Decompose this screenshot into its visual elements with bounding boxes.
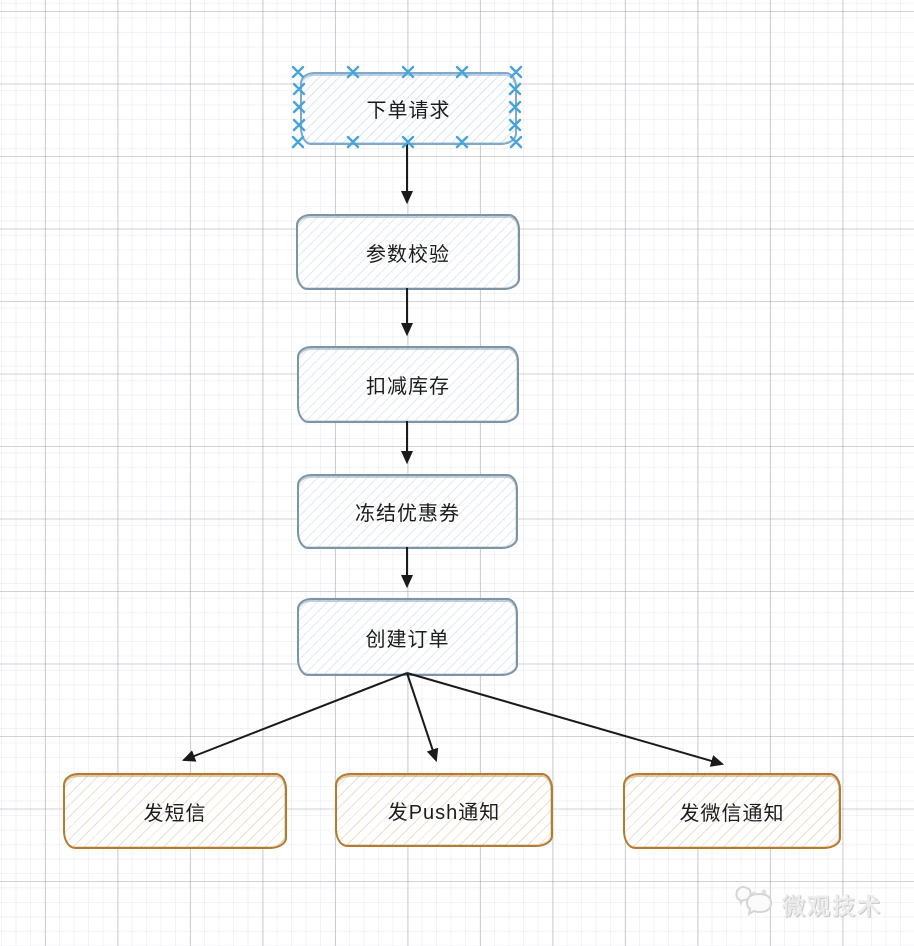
node-send-sms[interactable]: 发短信 xyxy=(63,773,287,849)
node-create-order[interactable]: 创建订单 xyxy=(297,598,518,676)
node-label: 下单请求 xyxy=(366,100,451,122)
node-param-validation[interactable]: 参数校验 xyxy=(296,214,520,290)
node-label: 发微信通知 xyxy=(679,802,785,825)
node-deduct-inventory[interactable]: 扣减库存 xyxy=(297,346,519,423)
node-label: 扣减库存 xyxy=(366,376,450,398)
node-send-push[interactable]: 发Push通知 xyxy=(335,773,553,847)
node-label: 参数校验 xyxy=(366,243,450,266)
node-label: 发短信 xyxy=(143,802,207,825)
node-label: 创建订单 xyxy=(365,628,450,651)
edge-arrow[interactable] xyxy=(181,672,408,762)
chat-bubbles-icon xyxy=(733,883,775,924)
watermark-text: 微观技术 xyxy=(782,892,882,919)
node-freeze-coupon[interactable]: 冻结优惠券 xyxy=(297,474,518,549)
node-label: 发Push通知 xyxy=(387,801,501,824)
edge-arrow[interactable] xyxy=(406,672,439,763)
node-label: 冻结优惠券 xyxy=(355,503,460,525)
watermark: 微观技术 xyxy=(733,883,882,924)
edge-arrow[interactable] xyxy=(406,672,725,767)
node-order-request[interactable]: 下单请求 xyxy=(300,72,517,145)
node-send-wechat[interactable]: 发微信通知 xyxy=(623,773,841,849)
